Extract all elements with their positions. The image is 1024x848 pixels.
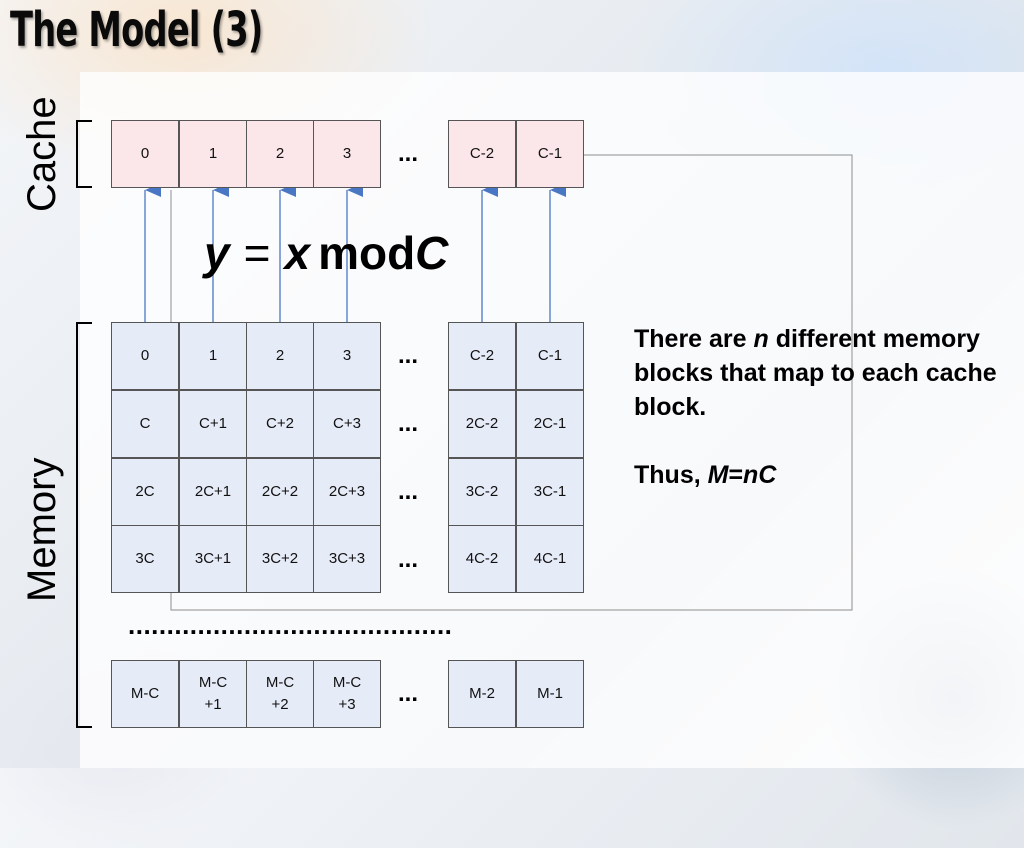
memory-block: 3C (111, 525, 179, 593)
formula-mod: mod (318, 227, 416, 279)
memory-ellipsis: ... (398, 342, 419, 369)
memory-ellipsis: ... (398, 546, 419, 573)
cache-block: 2 (246, 120, 314, 188)
formula-equals: = (243, 227, 271, 279)
memory-block: M-1 (516, 660, 584, 728)
cache-block: 1 (179, 120, 247, 188)
memory-block: C+3 (313, 390, 381, 458)
memory-block: C (111, 390, 179, 458)
memory-ellipsis: ... (398, 410, 419, 437)
memory-bracket (76, 322, 92, 728)
cache-block: C-1 (516, 120, 584, 188)
memory-block: 1 (179, 322, 247, 390)
memory-block: 3C+2 (246, 525, 314, 593)
memory-block: 3C+1 (179, 525, 247, 593)
memory-block: 2C (111, 458, 179, 526)
memory-block: C-1 (516, 322, 584, 390)
memory-block: C+2 (246, 390, 314, 458)
memory-block: M-C+2 (246, 660, 314, 728)
formula-y: y (204, 227, 230, 279)
memory-block: 2C+3 (313, 458, 381, 526)
cache-block: 3 (313, 120, 381, 188)
slide-title: The Model (3) (10, 2, 263, 58)
memory-block: 0 (111, 322, 179, 390)
cache-bracket (76, 120, 92, 188)
memory-block: 3 (313, 322, 381, 390)
cache-block: 0 (111, 120, 179, 188)
memory-block: 4C-2 (448, 525, 516, 593)
map-arrows (144, 183, 566, 322)
memory-block: M-C (111, 660, 179, 728)
memory-block: M-2 (448, 660, 516, 728)
memory-block: 2C+1 (179, 458, 247, 526)
memory-block: 4C-1 (516, 525, 584, 593)
memory-block: 2C-2 (448, 390, 516, 458)
memory-block: C-2 (448, 322, 516, 390)
memory-block: 2C+2 (246, 458, 314, 526)
memory-block: 3C-2 (448, 458, 516, 526)
cache-ellipsis: ... (398, 140, 419, 167)
vertical-continuation: ........................................… (128, 610, 453, 640)
memory-block: M-C+3 (313, 660, 381, 728)
memory-block: 3C-1 (516, 458, 584, 526)
memory-block: 2 (246, 322, 314, 390)
memory-block: 2C-1 (516, 390, 584, 458)
formula-x: x (284, 227, 311, 279)
memory-ellipsis: ... (398, 478, 419, 505)
memory-ellipsis: ... (398, 680, 419, 707)
cache-block: C-2 (448, 120, 516, 188)
memory-block: 3C+3 (313, 525, 381, 593)
formula-c: C (415, 227, 449, 279)
memory-block: M-C+1 (179, 660, 247, 728)
memory-block: C+1 (179, 390, 247, 458)
explanation-text: There are n different memory blocks that… (634, 325, 997, 489)
